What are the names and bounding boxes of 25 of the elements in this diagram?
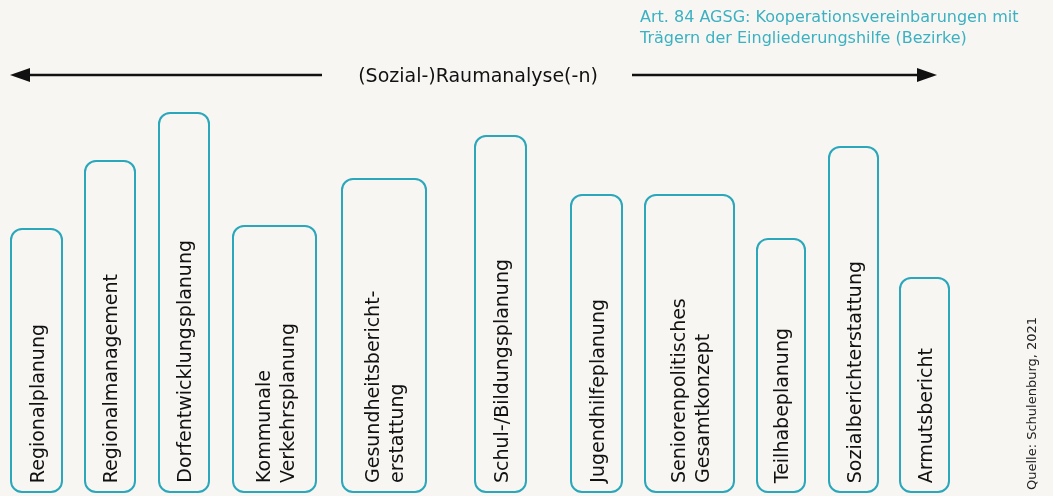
planning-box: [341, 178, 427, 493]
box-label: Schul-/Bildungsplanung: [488, 259, 513, 483]
box-label: Regionalplanung: [24, 323, 49, 483]
box-label: Gesundheitsbericht- erstattung: [360, 289, 408, 483]
planning-box: [232, 225, 317, 493]
planning-box: [756, 238, 806, 493]
box-label: Teilhabeplanung: [769, 327, 793, 483]
source-note: Quelle: Schulenburg, 2021: [1024, 315, 1039, 490]
box-label: Sozialberichterstattung: [841, 260, 866, 483]
box-label: Dorfentwicklungsplanung: [172, 240, 196, 483]
planning-box: [158, 112, 210, 493]
planning-box: [899, 277, 950, 493]
box-label: Seniorenpolitisches Gesamtkonzept: [665, 297, 714, 483]
box-label: Kommunale Verkehrsplanung: [250, 322, 299, 483]
planning-box: [84, 160, 136, 493]
note-text: Art. 84 AGSG: Kooperationsvereinbarungen mit Trägern der Eingliederungshilfe (Bezirke): [640, 6, 1020, 48]
planning-box: [570, 194, 623, 493]
axis-label: (Sozial-)Raumanalyse(-n): [357, 63, 599, 88]
planning-box: [644, 194, 735, 493]
planning-box: [474, 135, 527, 493]
box-label: Regionalmanagement: [98, 273, 122, 483]
planning-box: [10, 228, 63, 493]
box-label: Jugendhilfeplanung: [584, 299, 609, 483]
box-label: Armutsbericht: [912, 347, 937, 483]
planning-box: [828, 146, 879, 493]
